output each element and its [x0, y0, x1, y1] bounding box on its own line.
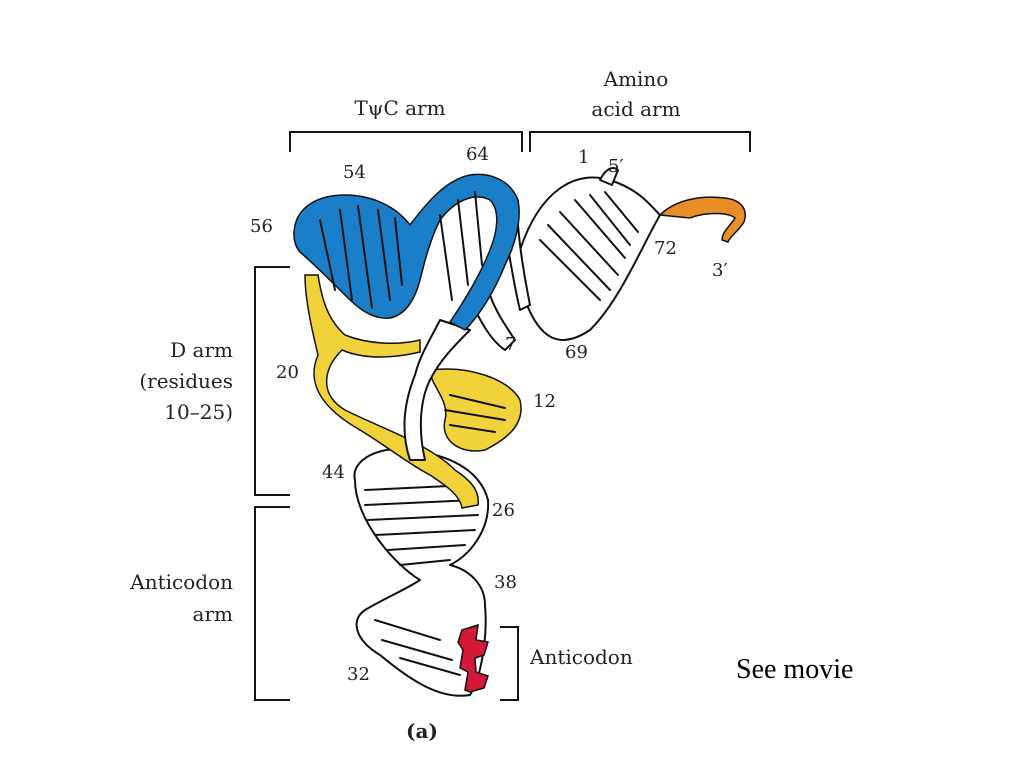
residue-20: 20 [276, 362, 299, 383]
residue-38: 38 [494, 572, 517, 593]
bracket-d-arm [254, 266, 290, 496]
residue-64: 64 [466, 144, 489, 165]
bracket-tpsic-arm [289, 131, 523, 152]
label-amino-acid-arm-line1: Amino [603, 67, 669, 91]
cca-3prime-end [658, 196, 746, 243]
residue-56: 56 [250, 216, 273, 237]
label-amino-acid-arm-line2: acid arm [591, 97, 680, 121]
label-d-arm-line3: 10–25) [164, 400, 233, 424]
residue-1: 1 [578, 147, 589, 168]
bracket-anticodon-arm [254, 506, 290, 701]
label-anticodon-arm-line2: arm [193, 602, 233, 626]
label-tpsic-arm: TψC arm [354, 96, 445, 120]
label-panel: (a) [406, 719, 438, 743]
residue-32: 32 [347, 664, 370, 685]
residue-54: 54 [343, 162, 366, 183]
label-anticodon-arm-line1: Anticodon [129, 570, 233, 594]
anticodon-loop-red [457, 623, 489, 693]
bracket-amino-acid-arm [529, 131, 751, 152]
residue-69: 69 [565, 342, 588, 363]
residue-7: 7 [505, 334, 516, 355]
bracket-anticodon [500, 626, 519, 701]
residue-12: 12 [533, 391, 556, 412]
residue-44: 44 [322, 462, 345, 483]
residue-26: 26 [492, 500, 515, 521]
anticodon-stem [353, 448, 490, 697]
see-movie-link[interactable]: See movie [736, 654, 853, 685]
tpsic-arm-blue [293, 173, 520, 331]
label-d-arm-line2: (residues [139, 369, 233, 393]
label-anticodon: Anticodon [529, 645, 633, 669]
d-arm-yellow [304, 274, 522, 509]
residue-5prime: 5′ [608, 156, 624, 177]
residue-72: 72 [654, 238, 677, 259]
residue-3prime: 3′ [712, 260, 728, 281]
label-d-arm-line1: D arm [170, 338, 233, 362]
acceptor-stem [519, 167, 661, 341]
